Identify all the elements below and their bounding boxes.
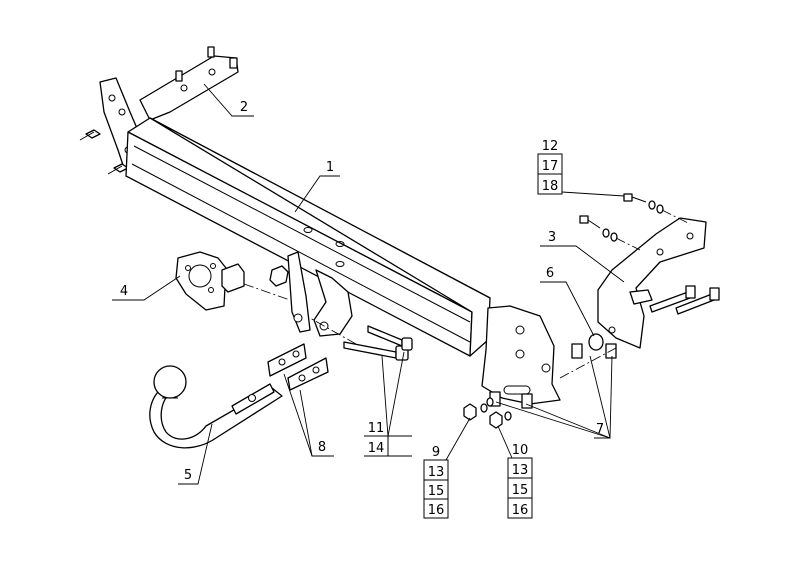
bolts-right-long [649, 285, 720, 315]
callout-14: 14 [368, 441, 385, 456]
callout-9: 9 [432, 445, 440, 460]
callout-leaders [112, 83, 625, 485]
callout-11: 11 [368, 421, 385, 436]
callout-6: 6 [546, 266, 554, 281]
callout-15-right: 15 [512, 483, 529, 498]
clamp-plates [267, 343, 329, 391]
callout-16-left: 16 [428, 503, 445, 518]
callout-7: 7 [596, 422, 604, 437]
callout-label-boxes [364, 153, 563, 519]
main-crossbeam [125, 117, 491, 357]
right-end-plate [481, 305, 561, 405]
callout-labels: 1 2 3 4 5 6 7 8 11 14 9 13 15 16 10 13 1… [120, 100, 604, 518]
callout-2: 2 [240, 100, 248, 115]
callout-13-left: 13 [428, 465, 445, 480]
right-mounting-bracket [597, 217, 707, 349]
callout-5: 5 [184, 468, 192, 483]
callout-18: 18 [542, 179, 559, 194]
callout-17: 17 [542, 159, 559, 174]
nuts-lower [463, 397, 512, 429]
callout-3: 3 [548, 230, 556, 245]
callout-1: 1 [326, 160, 334, 175]
towball-arm [149, 365, 283, 449]
callout-12: 12 [542, 139, 559, 154]
callout-10: 10 [512, 443, 529, 458]
socket-plate [175, 251, 289, 311]
callout-13-right: 13 [512, 463, 529, 478]
bolts-right-top [579, 193, 664, 242]
callout-4: 4 [120, 284, 128, 299]
central-support-brackets [287, 251, 353, 337]
callout-16-right: 16 [512, 503, 529, 518]
bolts-center [343, 325, 413, 361]
callout-15-left: 15 [428, 484, 445, 499]
callout-8: 8 [318, 440, 326, 455]
